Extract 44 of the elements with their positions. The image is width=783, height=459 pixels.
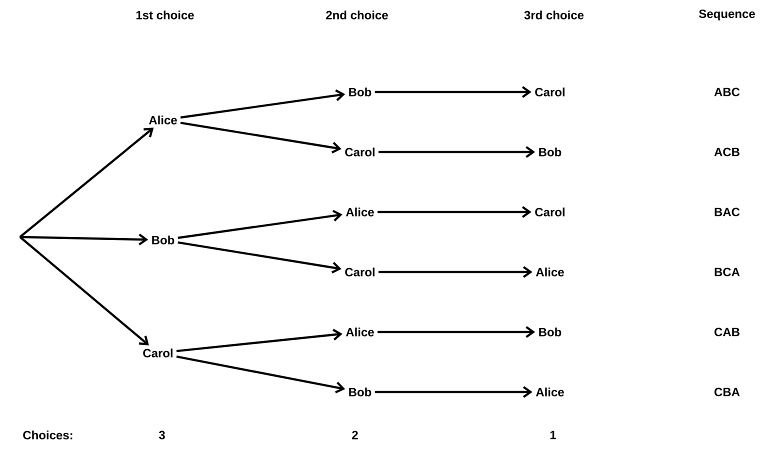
choice-name: Bob — [539, 328, 562, 336]
row-label: Choices: — [23, 430, 72, 440]
column-heading: 2nd choice — [326, 10, 388, 20]
arrow — [20, 234, 148, 246]
arrow — [180, 89, 346, 119]
column-heading: 3rd choice — [524, 10, 584, 20]
arrow — [176, 356, 346, 394]
arrow — [178, 210, 342, 239]
choice-name: Bob — [152, 236, 174, 244]
arrow — [378, 146, 536, 158]
sequence-label: ABC — [714, 88, 740, 96]
arrow — [176, 328, 342, 352]
choice-name: Alice — [536, 268, 564, 276]
arrow — [180, 122, 342, 154]
arrow — [374, 386, 532, 398]
choice-name: Alice — [346, 328, 374, 336]
choice-count: 2 — [352, 430, 358, 440]
choice-name: Carol — [535, 208, 564, 216]
sequence-label: BCA — [714, 268, 740, 276]
choice-name: Carol — [345, 268, 374, 276]
arrow — [378, 206, 532, 218]
sequence-label: CAB — [714, 328, 740, 336]
choice-name: Alice — [536, 388, 564, 396]
choice-name: Alice — [148, 116, 177, 124]
choice-name: Bob — [349, 388, 372, 396]
choice-name: Carol — [345, 148, 374, 156]
arrow — [178, 241, 342, 274]
column-heading: Sequence — [699, 10, 755, 20]
arrow — [378, 266, 532, 278]
arrow — [374, 86, 532, 98]
arrow — [19, 236, 149, 346]
column-heading: 1st choice — [136, 10, 194, 20]
choice-name: Bob — [539, 148, 562, 156]
sequence-label: ACB — [714, 148, 740, 156]
choice-name: Bob — [349, 88, 372, 96]
choice-name: Carol — [143, 348, 172, 358]
arrow — [19, 128, 154, 238]
choice-count: 1 — [550, 430, 556, 440]
sequence-label: CBA — [714, 388, 740, 396]
choice-count: 3 — [158, 430, 165, 440]
arrow — [378, 326, 536, 338]
sequence-label: BAC — [714, 208, 740, 216]
choice-name: Alice — [346, 208, 374, 216]
choice-name: Carol — [535, 88, 564, 96]
